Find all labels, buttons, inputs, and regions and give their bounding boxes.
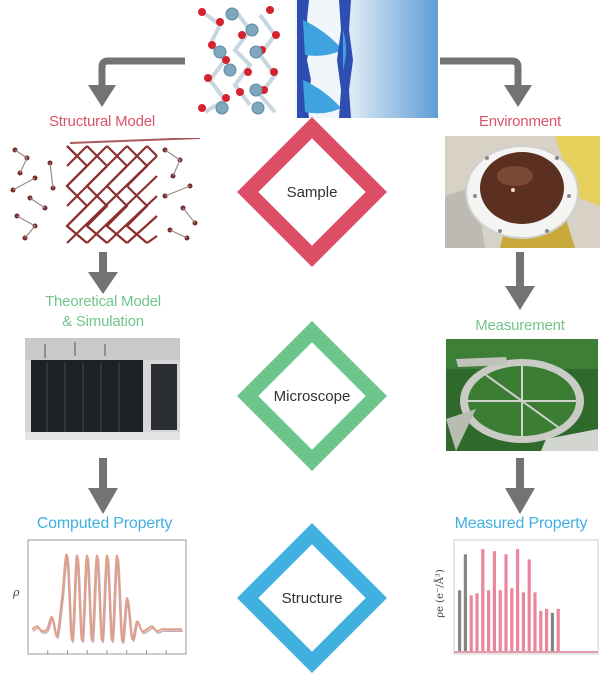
arrow-to-measurement <box>505 252 535 310</box>
measured-bar-red <box>527 559 531 652</box>
computed-chart-svg <box>27 539 187 655</box>
computed-property-chart: ρ <box>8 536 188 658</box>
measured-bar-red <box>504 554 508 652</box>
arrow-to-environment <box>440 57 532 107</box>
measured-bar-red <box>516 549 520 652</box>
measured-bar-red <box>487 590 491 652</box>
measured-bar-gray <box>463 554 467 652</box>
molecular-lattice-image <box>5 138 205 248</box>
measured-bar-red <box>492 551 496 652</box>
theoretical-model-label: Theoretical Model & Simulation <box>18 292 188 332</box>
computed-property-label: Computed Property <box>36 515 173 532</box>
measured-chart-svg <box>453 539 599 655</box>
arrow-to-theoretical-model <box>88 252 118 294</box>
measured-bar-gray <box>458 590 462 652</box>
measured-bar-gray <box>550 612 554 652</box>
arrow-to-structural-model <box>88 57 185 107</box>
structure-diamond: Structure <box>232 518 392 678</box>
measured-bar-red <box>510 588 514 652</box>
measured-property-chart: ρe (e⁻/Å³) <box>435 536 602 658</box>
structure-label: Structure <box>281 589 343 607</box>
microscope-diamond: Microscope <box>232 316 392 476</box>
arrow-to-computed-property <box>88 458 118 514</box>
measured-bar-red <box>539 610 543 652</box>
theoretical-model-label-line2: & Simulation <box>62 313 144 330</box>
microscope-label: Microscope <box>273 387 351 405</box>
measurement-label: Measurement <box>475 317 565 334</box>
environment-label: Environment <box>478 113 561 130</box>
measured-property-label: Measured Property <box>454 515 588 532</box>
synchrotron-aerial-photo <box>446 339 598 451</box>
supercomputer-photo <box>25 338 180 440</box>
computed-series-line <box>31 553 182 642</box>
measured-bar-red <box>545 608 549 652</box>
sample-cell-photo <box>445 136 600 248</box>
measured-bar-red <box>533 592 537 652</box>
top-atomic-structure-image <box>190 0 285 118</box>
measured-bar-red <box>556 608 560 652</box>
arrow-to-measured-property <box>505 458 535 514</box>
computed-chart-ylabel: ρ <box>13 586 20 599</box>
measured-bar-red <box>481 549 485 652</box>
top-electron-density-image <box>295 0 438 118</box>
measured-bar-red <box>498 590 502 652</box>
measured-bar-red <box>469 595 473 652</box>
structural-model-label: Structural Model <box>48 113 155 130</box>
measured-bar-red <box>475 593 479 652</box>
sample-diamond: Sample <box>232 112 392 272</box>
theoretical-model-label-line1: Theoretical Model <box>45 293 161 310</box>
measured-bar-red <box>521 592 525 652</box>
sample-label: Sample <box>286 183 338 201</box>
